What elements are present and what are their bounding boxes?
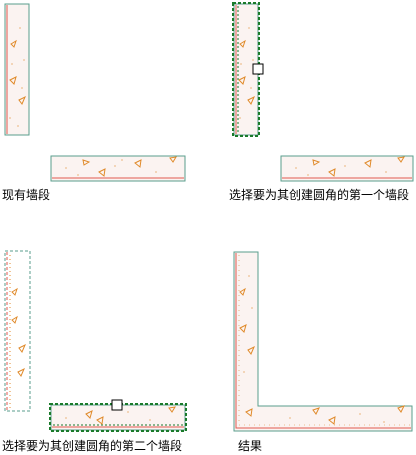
horizontal-wall-segment [50, 155, 186, 182]
triangle-hatch-icon [239, 287, 405, 425]
horizontal-wall-segment [280, 155, 414, 182]
square-pickbox-icon [111, 399, 123, 411]
caption-result: 结果 [238, 439, 263, 453]
triangle-hatch-icon [9, 39, 26, 105]
panel-select-second-wall [4, 250, 187, 432]
vertical-wall-segment [4, 3, 30, 136]
triangle-hatch-icon [82, 156, 177, 177]
vertical-wall-segment-ghosted [4, 250, 31, 412]
square-pickbox-icon [252, 63, 264, 75]
caption-select-second-wall: 选择要为其创建圆角的第二个墙段 [2, 439, 183, 453]
caption-existing-walls: 现有墙段 [2, 188, 51, 202]
filleted-wall-corner [233, 251, 413, 432]
triangle-hatch-icon [85, 406, 176, 425]
panel-select-first-wall [232, 2, 414, 182]
triangle-hatch-icon [11, 287, 26, 377]
panel-result [233, 251, 413, 432]
panel-existing-walls [4, 3, 186, 182]
triangle-hatch-icon [312, 156, 405, 177]
caption-select-first-wall: 选择要为其创建圆角的第一个墙段 [229, 188, 410, 202]
triangle-hatch-icon [238, 39, 255, 105]
